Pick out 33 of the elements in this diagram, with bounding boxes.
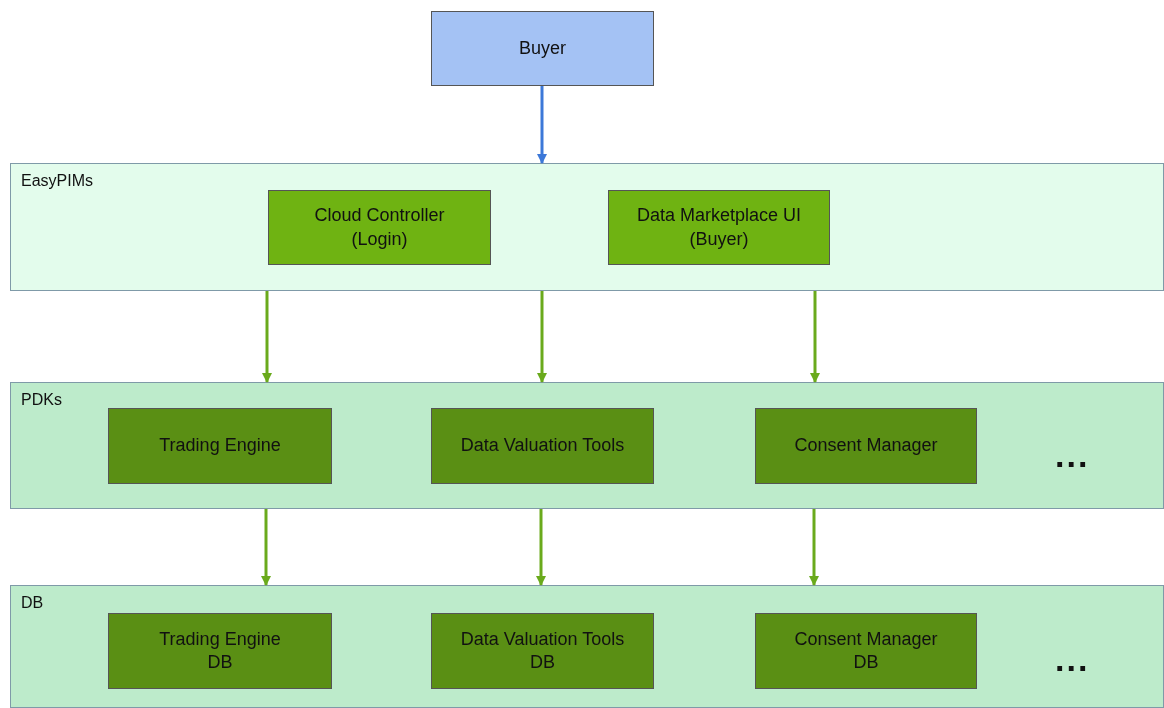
box-label: Data Marketplace UI (Buyer) <box>635 204 803 251</box>
arrow <box>537 86 547 164</box>
band-title: PDKs <box>21 391 62 409</box>
component-box <box>268 190 491 265</box>
arrow <box>810 291 820 383</box>
box-label: Consent Manager DB <box>793 627 939 674</box>
box-label: Data Valuation Tools <box>460 434 625 458</box>
arrow <box>537 291 547 383</box>
component-box <box>431 11 654 86</box>
arrow <box>536 509 546 586</box>
box-label: Trading Engine <box>159 434 281 458</box>
box-label: Data Valuation Tools DB <box>459 627 626 674</box>
band-title: EasyPIMs <box>21 172 93 190</box>
layer-band <box>10 163 1164 291</box>
ellipsis-text: ... <box>1055 438 1090 472</box>
arrow <box>261 509 271 586</box>
component-box <box>108 613 332 689</box>
box-label: Trading Engine DB <box>158 627 282 674</box>
box-label: Consent Manager <box>794 434 938 458</box>
arrow <box>809 509 819 586</box>
component-box <box>431 613 654 689</box>
box-label: Buyer <box>519 36 566 60</box>
component-box <box>108 408 332 484</box>
component-box <box>431 408 654 484</box>
layer-band <box>10 585 1164 708</box>
band-title: DB <box>21 594 44 612</box>
ellipsis-text: ... <box>1055 642 1090 676</box>
component-box <box>608 190 830 265</box>
layer-band <box>10 382 1164 509</box>
component-box <box>755 613 977 689</box>
arrow <box>262 291 272 383</box>
box-label: Cloud Controller (Login) <box>313 204 446 251</box>
component-box <box>755 408 977 484</box>
